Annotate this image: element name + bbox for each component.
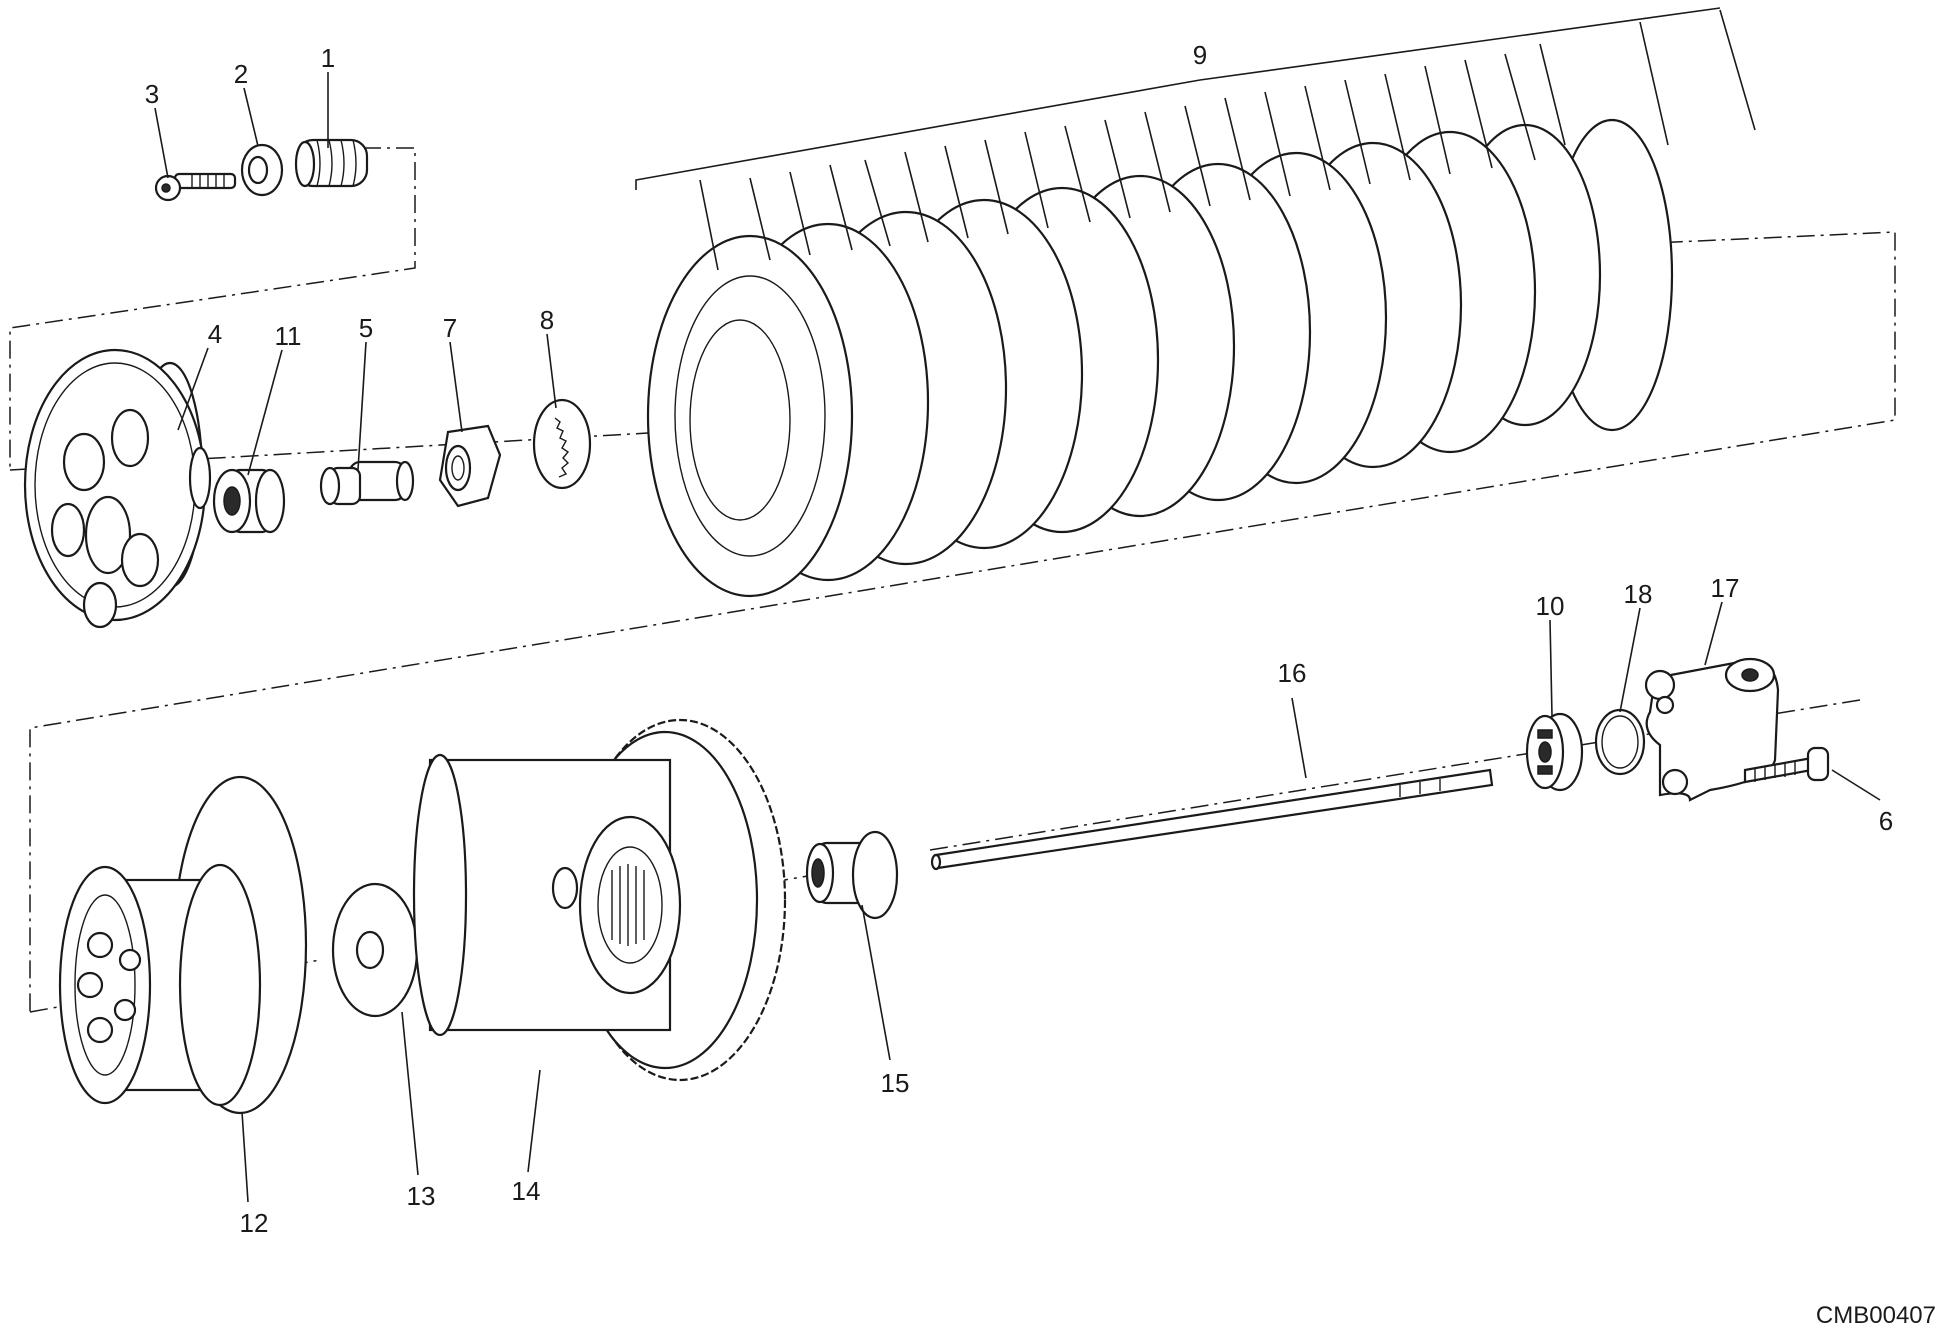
hub-bushing — [805, 830, 899, 920]
slave-cylinder-bolt — [1743, 746, 1830, 784]
lock-washer — [532, 398, 592, 490]
label-part-2: 2 — [234, 59, 248, 89]
label-part-3: 3 — [145, 79, 159, 109]
friction-plates — [646, 118, 1674, 598]
label-part-11: 11 — [275, 321, 302, 351]
clutch-push-rod — [930, 768, 1494, 871]
spring-cup-washer — [240, 143, 284, 197]
label-part-9: 9 — [1193, 40, 1207, 70]
label-part-16: 16 — [1278, 658, 1307, 688]
label-part-6: 6 — [1879, 806, 1893, 836]
drawing-code: CMB00407 — [1816, 1302, 1936, 1329]
pressure-plate — [23, 348, 212, 629]
label-part-1: 1 — [321, 43, 335, 73]
release-bearing — [212, 468, 286, 534]
part-number-labels: 1 2 3 4 11 5 7 8 9 10 18 17 16 6 15 14 1… — [145, 40, 1893, 1238]
label-part-18: 18 — [1624, 579, 1653, 609]
label-part-17: 17 — [1711, 573, 1740, 603]
label-part-12: 12 — [240, 1208, 269, 1238]
label-part-15: 15 — [881, 1068, 910, 1098]
label-leader-lines — [154, 72, 1881, 1203]
label-part-14: 14 — [512, 1176, 541, 1206]
clutch-spring — [294, 138, 369, 188]
clutch-housing — [412, 718, 787, 1082]
clutch-plate-pack — [635, 7, 1756, 598]
label-part-10: 10 — [1536, 591, 1565, 621]
label-part-7: 7 — [443, 313, 457, 343]
o-ring — [1594, 708, 1646, 776]
slave-cylinder-body — [1644, 657, 1780, 802]
plate-leader-lines — [699, 9, 1756, 271]
clutch-inner-hub — [58, 775, 308, 1115]
slave-cylinder-piston — [1525, 712, 1584, 792]
thrust-washer — [331, 882, 419, 1018]
label-part-13: 13 — [407, 1181, 436, 1211]
pushrod-piece — [319, 460, 415, 506]
hub-nut — [438, 424, 502, 508]
label-part-5: 5 — [359, 313, 373, 343]
label-part-8: 8 — [540, 305, 554, 335]
label-part-4: 4 — [208, 319, 222, 349]
spring-screw — [154, 172, 237, 202]
